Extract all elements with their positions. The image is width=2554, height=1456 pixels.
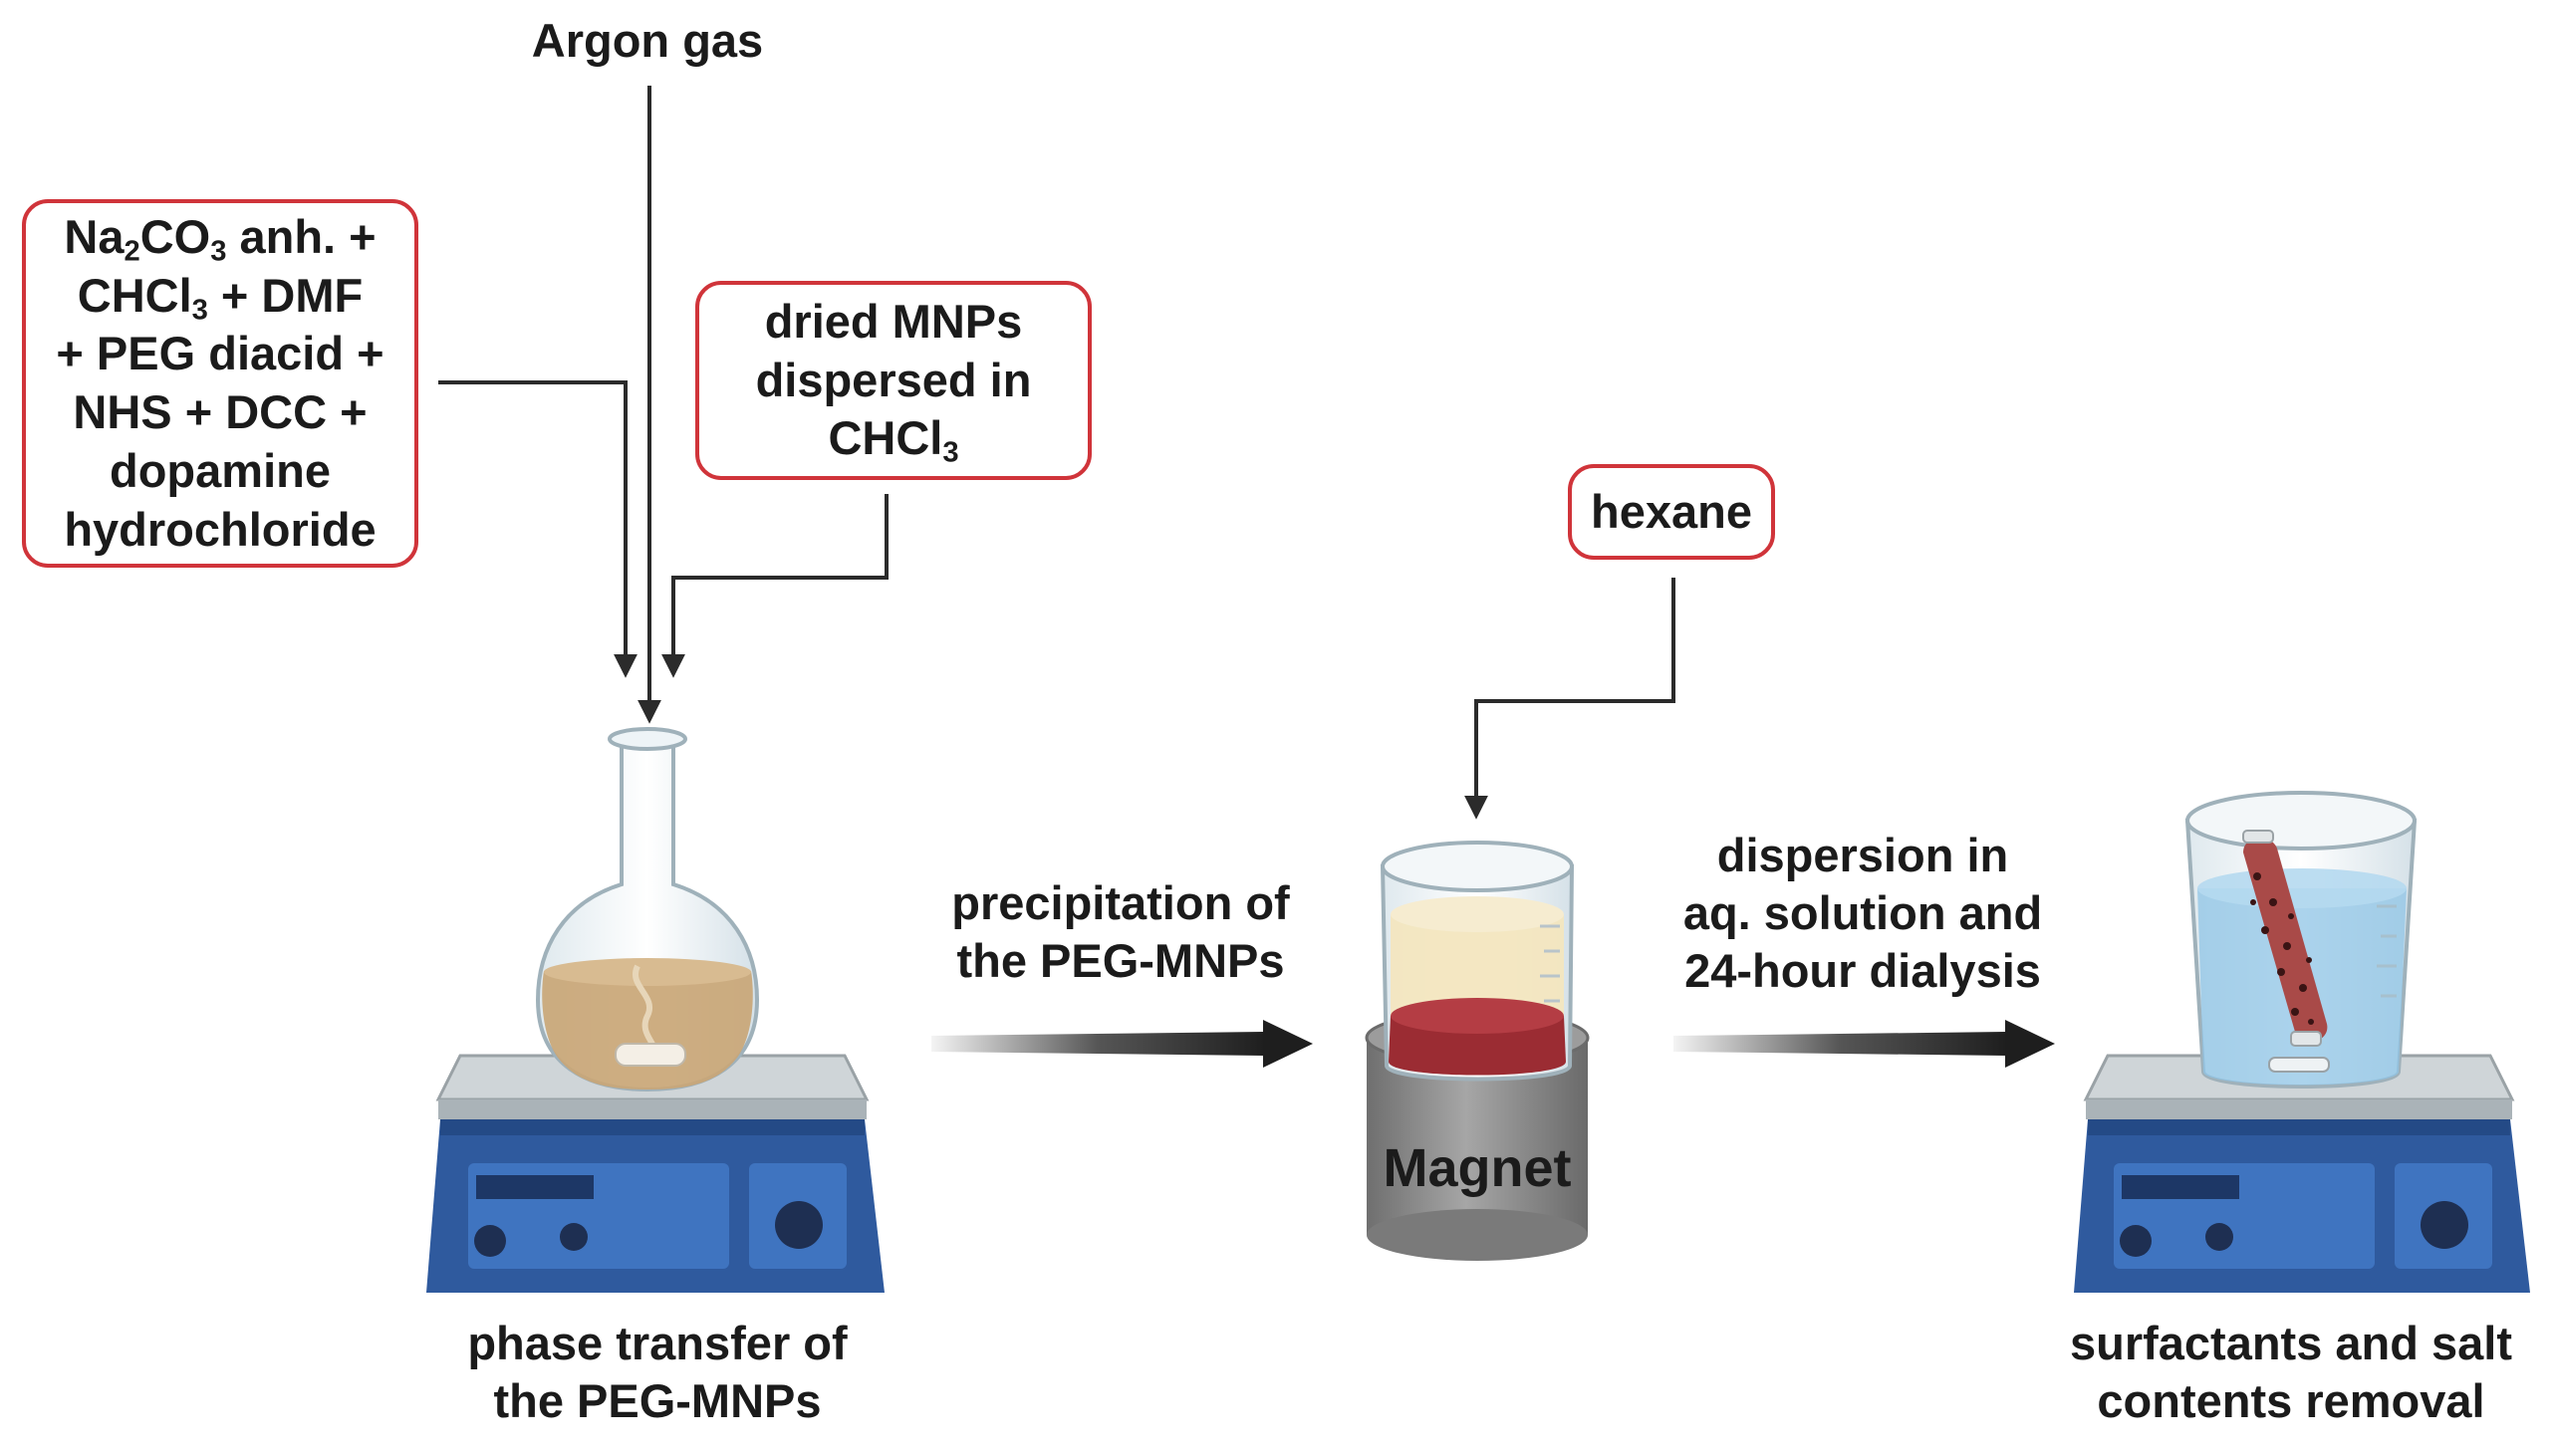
reagents-line-6: hydrochloride [64, 502, 377, 556]
mnps-arrow [661, 494, 889, 678]
mnps-line-1: dried MNPs [764, 294, 1023, 348]
stirrer-hotplate-left [426, 1054, 885, 1293]
dispersion-label: dispersion in aq. solution and 24-hour d… [1682, 829, 2043, 997]
reagents-line-1: Na2CO3 anh. + [64, 209, 377, 268]
mnps-box: dried MNPs dispersed in CHCl3 [695, 281, 1092, 480]
reagents-box: Na2CO3 anh. + CHCl3 + DMF + PEG diacid +… [22, 199, 418, 568]
magnet-label: Magnet [1383, 1138, 1572, 1198]
precipitation-label: precipitation of the PEG-MNPs [951, 876, 1290, 987]
dialysis-arrow [1673, 1020, 2055, 1068]
phase-transfer-label: phase transfer of the PEG-MNPs [467, 1317, 848, 1427]
hexane-arrow [1464, 578, 1675, 820]
reagents-line-3: + PEG diacid + [56, 327, 384, 380]
reagents-line-4: NHS + DCC + [73, 385, 368, 438]
hexane-box: hexane [1568, 464, 1775, 560]
reagents-arrow [438, 380, 638, 678]
removal-label: surfactants and salt contents removal [2069, 1317, 2513, 1427]
beaker-hexane [1380, 841, 1575, 1082]
reagents-line-2: CHCl3 + DMF [77, 268, 364, 326]
beaker-dialysis [2184, 791, 2418, 1089]
precipitation-arrow [931, 1020, 1313, 1068]
round-bottom-flask [535, 727, 760, 1092]
argon-gas-label: Argon gas [531, 14, 764, 67]
reagents-line-5: dopamine [110, 443, 331, 497]
stirrer-hotplate-right [2074, 1054, 2530, 1293]
dialysis-bag [2242, 830, 2328, 1047]
mnps-line-2: dispersed in [755, 353, 1032, 406]
mnps-line-3: CHCl3 [828, 411, 959, 469]
